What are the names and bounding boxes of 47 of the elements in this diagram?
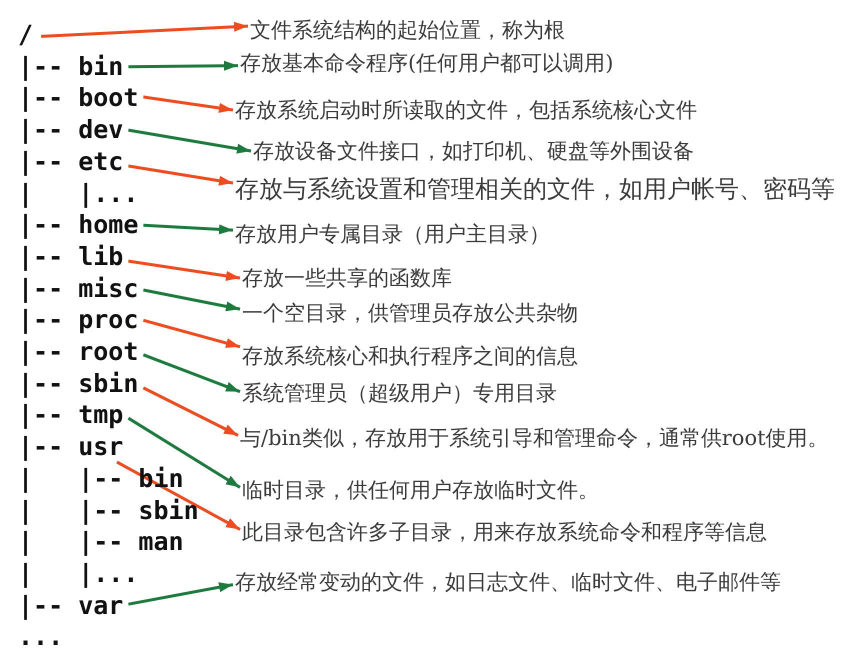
description-text: 临时目录，供任何用户存放临时文件。 xyxy=(242,476,599,504)
directory-entry: |-- misc xyxy=(18,274,138,303)
arrow xyxy=(143,96,234,113)
arrow xyxy=(128,60,238,71)
description-text: 与/bin类似，存放用于系统引导和管理命令，通常供root使用。 xyxy=(240,424,829,452)
description-text: 此目录包含许多子目录，用来存放系统命令和程序等信息 xyxy=(242,518,767,546)
directory-entry: |-- lib xyxy=(18,242,124,271)
arrow xyxy=(128,128,252,154)
directory-entry: | |-- sbin xyxy=(18,496,199,524)
directory-entry: |-- tmp xyxy=(18,401,124,430)
directory-entry: |-- root xyxy=(18,338,138,366)
description-text: 存放经常变动的文件，如日志文件、临时文件、电子邮件等 xyxy=(235,568,781,596)
directory-entry: |-- boot xyxy=(18,84,138,112)
directory-entry: | |-- man xyxy=(18,528,184,556)
description-text: 存放与系统设置和管理相关的文件，如用户帐号、密码等 xyxy=(235,174,835,204)
arrow xyxy=(142,386,239,437)
description-text: 系统管理员（超级用户）专用目录 xyxy=(242,380,557,406)
arrow xyxy=(128,582,234,606)
arrow xyxy=(128,416,241,489)
directory-entry: |-- home xyxy=(18,211,138,240)
description-text: 一个空目录，供管理员存放公共杂物 xyxy=(242,300,578,326)
directory-entry: |-- sbin xyxy=(18,370,138,398)
arrow xyxy=(41,22,248,38)
arrow xyxy=(142,353,241,394)
description-text: 存放基本命令程序(任何用户都可以调用) xyxy=(240,50,614,76)
directory-entry: |-- proc xyxy=(18,306,138,334)
arrow xyxy=(143,224,234,234)
tree-branch-text: | |... xyxy=(18,560,138,588)
description-text: 存放用户专属目录（用户主目录） xyxy=(235,220,550,248)
directory-entry: |-- usr xyxy=(18,433,124,462)
arrow xyxy=(143,288,240,312)
directory-entry: |-- dev xyxy=(18,116,124,144)
directory-entry: / xyxy=(18,21,34,49)
description-text: 存放设备文件接口，如打印机、硬盘等外围设备 xyxy=(253,138,694,164)
description-text: 文件系统结构的起始位置，称为根 xyxy=(250,16,565,44)
directory-entry: |-- etc xyxy=(18,148,124,176)
tree-branch-text: | |... xyxy=(18,180,138,208)
ellipsis-text: ... xyxy=(18,623,64,650)
directory-entry: |-- var xyxy=(18,592,124,620)
description-text: 存放一些共享的函数库 xyxy=(242,264,452,292)
directory-entry: |-- bin xyxy=(18,52,124,81)
description-text: 存放系统启动时所读取的文件，包括系统核心文件 xyxy=(235,96,697,124)
arrow xyxy=(143,318,240,348)
arrow xyxy=(116,460,241,531)
arrow xyxy=(128,164,234,186)
description-text: 存放系统核心和执行程序之间的信息 xyxy=(242,342,578,370)
arrow xyxy=(128,260,240,281)
